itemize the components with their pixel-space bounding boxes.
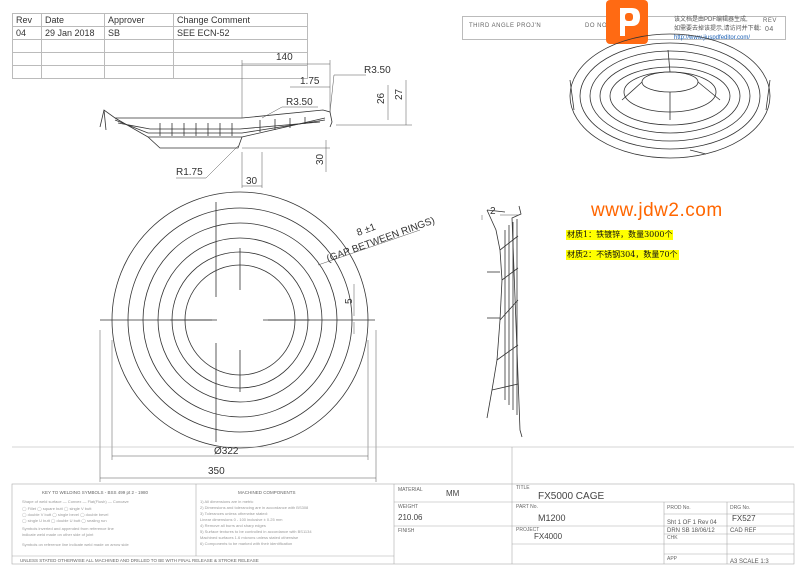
scale-value: A3 SCALE 1:3 xyxy=(730,559,769,565)
svg-text:2) Dimensions and tolerancing: 2) Dimensions and tolerancing are in acc… xyxy=(200,505,309,510)
svg-text:5) Surface textures to be cont: 5) Surface textures to be controlled in … xyxy=(200,529,312,534)
project-label: PROJECT xyxy=(516,527,539,533)
promo-line2: 如需要去掉该提示,请访问并下载: xyxy=(674,26,762,32)
material-note-1: 材质1：铁镀锌，数量3000个 xyxy=(566,230,674,240)
watermark-text: www.jdw2.com xyxy=(591,200,723,221)
material-label: MATERIAL xyxy=(398,487,423,493)
material-note-2: 材质2：不锈钢304，数量70个 xyxy=(566,250,679,260)
svg-text:6) Components to be marked wit: 6) Components to be marked with their id… xyxy=(200,541,292,546)
chk-label: CHK xyxy=(667,535,678,541)
svg-text:◯ single U butt ◯ double U bu: ◯ single U butt ◯ double U butt ◯ sealin… xyxy=(22,518,107,523)
cad-value: CAD REF xyxy=(730,528,757,534)
dim-5: 5 xyxy=(344,298,355,304)
corner-rev-label: REV xyxy=(763,18,777,24)
section-view xyxy=(99,60,412,188)
side-view xyxy=(481,205,523,438)
svg-text:◯ double V butt ◯ single beve: ◯ double V butt ◯ single bevel ◯ double … xyxy=(22,512,108,517)
promo-line1: 该文档是由PDF编辑器生成, xyxy=(674,17,748,23)
tb-footer: UNLESS STATED OTHERWISE ALL MACHINED AND… xyxy=(20,558,259,563)
sheet-value: Sht 1 OF 1 Rev 04 xyxy=(667,520,717,526)
projection-label: THIRD ANGLE PROJ'N xyxy=(469,23,542,29)
isometric-view xyxy=(569,33,771,159)
dim-26: 26 xyxy=(376,92,387,104)
material-value: MM xyxy=(446,489,460,498)
drn-value: DRN SB 18/06/12 xyxy=(667,528,715,534)
svg-text:4) Remove all burrs and sharp: 4) Remove all burrs and sharp edges xyxy=(200,523,266,528)
svg-text:Symbols on reference line indi: Symbols on reference line indicate weld … xyxy=(22,542,129,547)
dim-diameter-322: Ø322 xyxy=(214,446,239,457)
title-label: TITLE xyxy=(516,485,530,491)
drg-label: DRG No. xyxy=(730,505,750,511)
promo-url[interactable]: http://www.jiuspdfeditor.com/ xyxy=(674,35,751,41)
dim-350: 350 xyxy=(208,466,225,477)
svg-text:◯ Fillet ◯ square but: ◯ Fillet ◯ square butt ◯ single V butt xyxy=(22,506,92,511)
svg-text:3) Tolerances unless otherwise: 3) Tolerances unless otherwise stated: xyxy=(200,511,268,516)
machined-title: MACHINED COMPONENTS xyxy=(238,490,296,495)
drg-value: FX527 xyxy=(732,514,756,523)
prod-label: PROD No. xyxy=(667,505,691,511)
part-value: M1200 xyxy=(538,513,566,523)
dim-gap-note: (GAP BETWEEN RINGS) xyxy=(325,215,436,264)
revision-table: Rev Date Approver Change Comment 04 29 J… xyxy=(12,13,308,88)
weight-label: WEIGHT xyxy=(398,504,418,510)
dim-r1-75: R1.75 xyxy=(176,167,203,178)
project-value: FX4000 xyxy=(534,532,563,541)
svg-text:Symbols inverted and appended: Symbols inverted and appended from refer… xyxy=(22,526,115,531)
weld-key-title: KEY TO WELDING SYMBOLS - BSS 499 pt 2 - … xyxy=(42,490,149,495)
dim-30-horizontal: 30 xyxy=(246,176,258,187)
svg-text:Linear dimensions 0 - 100 inc: Linear dimensions 0 - 100 inclusive ± 0.… xyxy=(200,517,283,522)
promo-text: 该文档是由PDF编辑器生成, 如需要去掉该提示,请访问并下载: http://w… xyxy=(674,16,792,43)
svg-text:Machined surfaces 1.6 microns: Machined surfaces 1.6 microns unless sta… xyxy=(200,535,299,540)
svg-text:1) All dimensions are in metri: 1) All dimensions are in metric xyxy=(200,499,253,504)
svg-text:Shape of weld surface — Convex: Shape of weld surface — Convex — Flat(Fl… xyxy=(22,499,129,504)
weight-value: 210.06 xyxy=(398,513,423,522)
title-block-frame xyxy=(11,446,795,565)
dim-r3-50-b: R3.50 xyxy=(286,97,313,108)
dim-2: 2 xyxy=(490,206,496,217)
dim-140: 140 xyxy=(276,52,293,63)
finish-label: FINISH xyxy=(398,528,415,534)
title-value: FX5000 CAGE xyxy=(538,491,604,502)
plan-view xyxy=(99,191,421,482)
dim-1-75: 1.75 xyxy=(300,76,320,87)
corner-rev-value: 04 xyxy=(765,26,774,33)
dim-27: 27 xyxy=(394,88,405,100)
dim-30-vertical: 30 xyxy=(315,153,326,165)
part-label: PART No. xyxy=(516,504,538,510)
app-label: APP xyxy=(667,556,678,562)
svg-text:indicate weld made on other si: indicate weld made on other side of join… xyxy=(22,532,94,537)
dim-r3-50-a: R3.50 xyxy=(364,65,391,76)
